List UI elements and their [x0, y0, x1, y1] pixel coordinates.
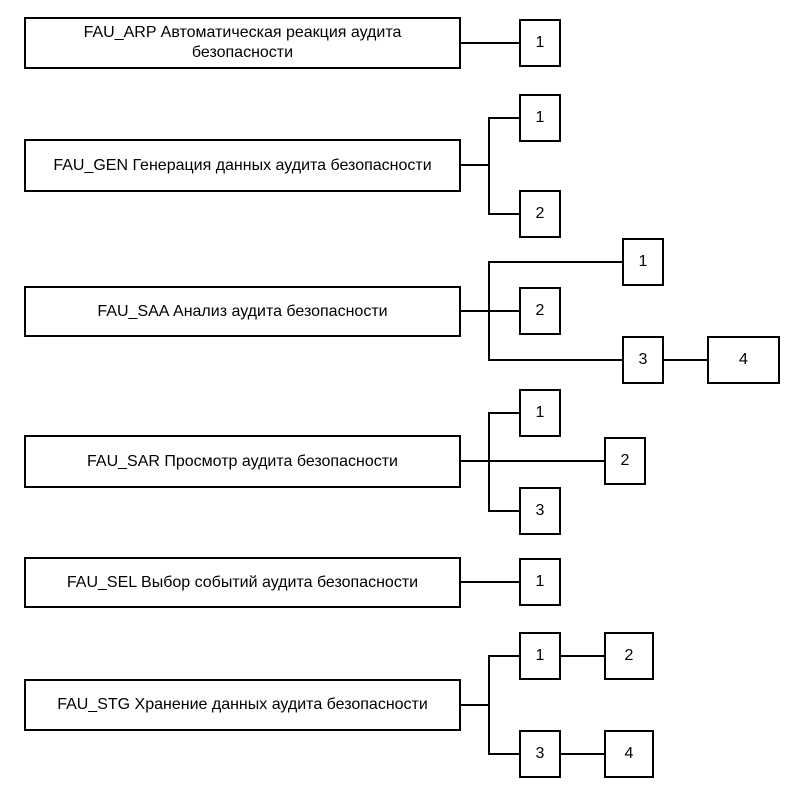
- component-box-arp-1: 1: [519, 19, 561, 67]
- family-box-sar: FAU_SAR Просмотр аудита безопасности: [24, 435, 461, 488]
- component-box-sel-1: 1: [519, 558, 561, 606]
- component-box-saa-4: 4: [707, 336, 780, 384]
- component-box-saa-3: 3: [622, 336, 664, 384]
- connector-sar-branch: [488, 412, 519, 512]
- component-box-sar-3: 3: [519, 487, 561, 535]
- component-box-stg-1: 1: [519, 632, 561, 680]
- component-box-gen-2: 2: [519, 190, 561, 238]
- component-box-stg-2: 2: [604, 632, 654, 680]
- connector-lines: [461, 42, 707, 755]
- component-box-stg-4: 4: [604, 730, 654, 778]
- connector-gen-branch: [488, 117, 519, 215]
- connector-saa-branch: [488, 261, 622, 361]
- component-box-gen-1: 1: [519, 94, 561, 142]
- component-box-sar-1: 1: [519, 389, 561, 437]
- connector-stg-branch: [488, 655, 519, 755]
- family-box-saa: FAU_SAA Анализ аудита безопасности: [24, 286, 461, 337]
- component-box-saa-2: 2: [519, 287, 561, 335]
- component-box-sar-2: 2: [604, 437, 646, 485]
- family-box-stg: FAU_STG Хранение данных аудита безопасно…: [24, 679, 461, 731]
- family-box-arp: FAU_ARP Автоматическая реакция аудита бе…: [24, 17, 461, 69]
- family-box-gen: FAU_GEN Генерация данных аудита безопасн…: [24, 139, 461, 192]
- component-box-saa-1: 1: [622, 238, 664, 286]
- family-box-sel: FAU_SEL Выбор событий аудита безопасност…: [24, 557, 461, 608]
- component-box-stg-3: 3: [519, 730, 561, 778]
